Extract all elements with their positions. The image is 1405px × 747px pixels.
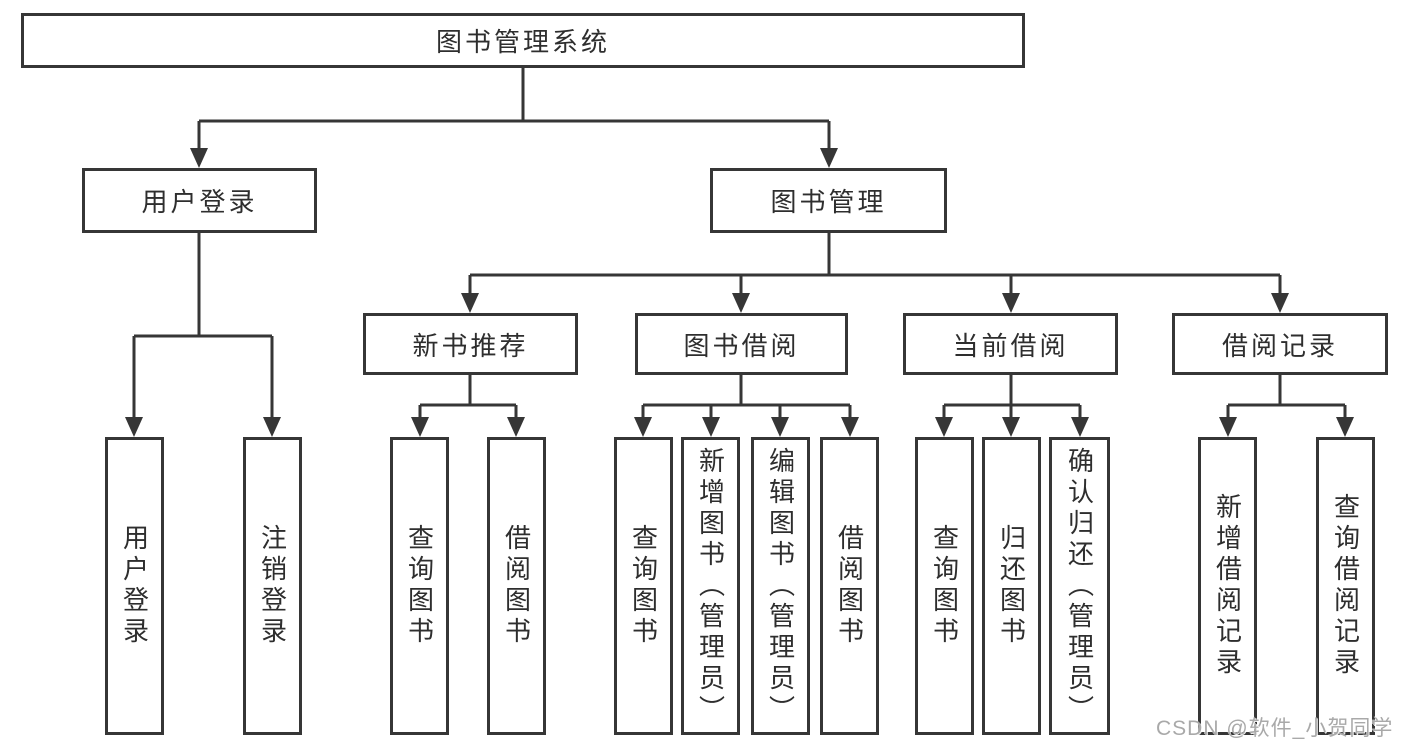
- leaf-borrow-books-borrowing: 借阅图书: [820, 437, 879, 735]
- leaf-query-borrow-record: 查询借阅记录: [1316, 437, 1375, 735]
- node-label: 当前借阅: [952, 330, 1069, 361]
- leaf-label: 查询图书: [929, 524, 960, 648]
- node-book-management-branch: 图书管理: [710, 168, 947, 233]
- leaf-label: 查询图书: [628, 524, 659, 648]
- leaf-return-books: 归还图书: [982, 437, 1041, 735]
- leaf-label: 编辑图书（管理员）: [765, 446, 796, 726]
- node-label: 图书借阅: [683, 330, 800, 361]
- node-borrowing-records: 借阅记录: [1172, 313, 1388, 375]
- leaf-logout: 注销登录: [243, 437, 302, 735]
- leaf-add-borrow-record: 新增借阅记录: [1198, 437, 1257, 735]
- leaf-query-books-current: 查询图书: [915, 437, 974, 735]
- node-user-login-branch: 用户登录: [82, 168, 317, 233]
- leaf-label: 归还图书: [996, 524, 1027, 648]
- leaf-label: 新增借阅记录: [1212, 493, 1243, 679]
- node-label: 借阅记录: [1221, 330, 1338, 361]
- leaf-label: 借阅图书: [501, 524, 532, 648]
- node-label: 用户登录: [141, 187, 258, 217]
- leaf-borrow-books-recommend: 借阅图书: [487, 437, 546, 735]
- leaf-label: 新增图书（管理员）: [695, 446, 726, 726]
- leaf-label: 查询借阅记录: [1330, 493, 1361, 679]
- node-root-library-system: 图书管理系统: [21, 13, 1025, 68]
- leaf-edit-books-admin: 编辑图书（管理员）: [751, 437, 810, 735]
- node-label: 新书推荐: [412, 330, 529, 361]
- leaf-add-books-admin: 新增图书（管理员）: [681, 437, 740, 735]
- leaf-query-books-recommend: 查询图书: [390, 437, 449, 735]
- leaf-query-books-borrowing: 查询图书: [614, 437, 673, 735]
- leaf-label: 注销登录: [257, 524, 288, 648]
- leaf-user-login: 用户登录: [105, 437, 164, 735]
- node-label: 图书管理: [770, 187, 887, 217]
- leaf-confirm-return-admin: 确认归还（管理员）: [1049, 437, 1110, 735]
- leaf-label: 确认归还（管理员）: [1064, 446, 1095, 726]
- node-book-borrowing: 图书借阅: [635, 313, 848, 375]
- leaf-label: 查询图书: [404, 524, 435, 648]
- leaf-label: 用户登录: [119, 524, 150, 648]
- node-current-borrowing: 当前借阅: [903, 313, 1118, 375]
- node-new-book-recommend: 新书推荐: [363, 313, 578, 375]
- node-root-label: 图书管理系统: [435, 27, 610, 57]
- leaf-label: 借阅图书: [834, 524, 865, 648]
